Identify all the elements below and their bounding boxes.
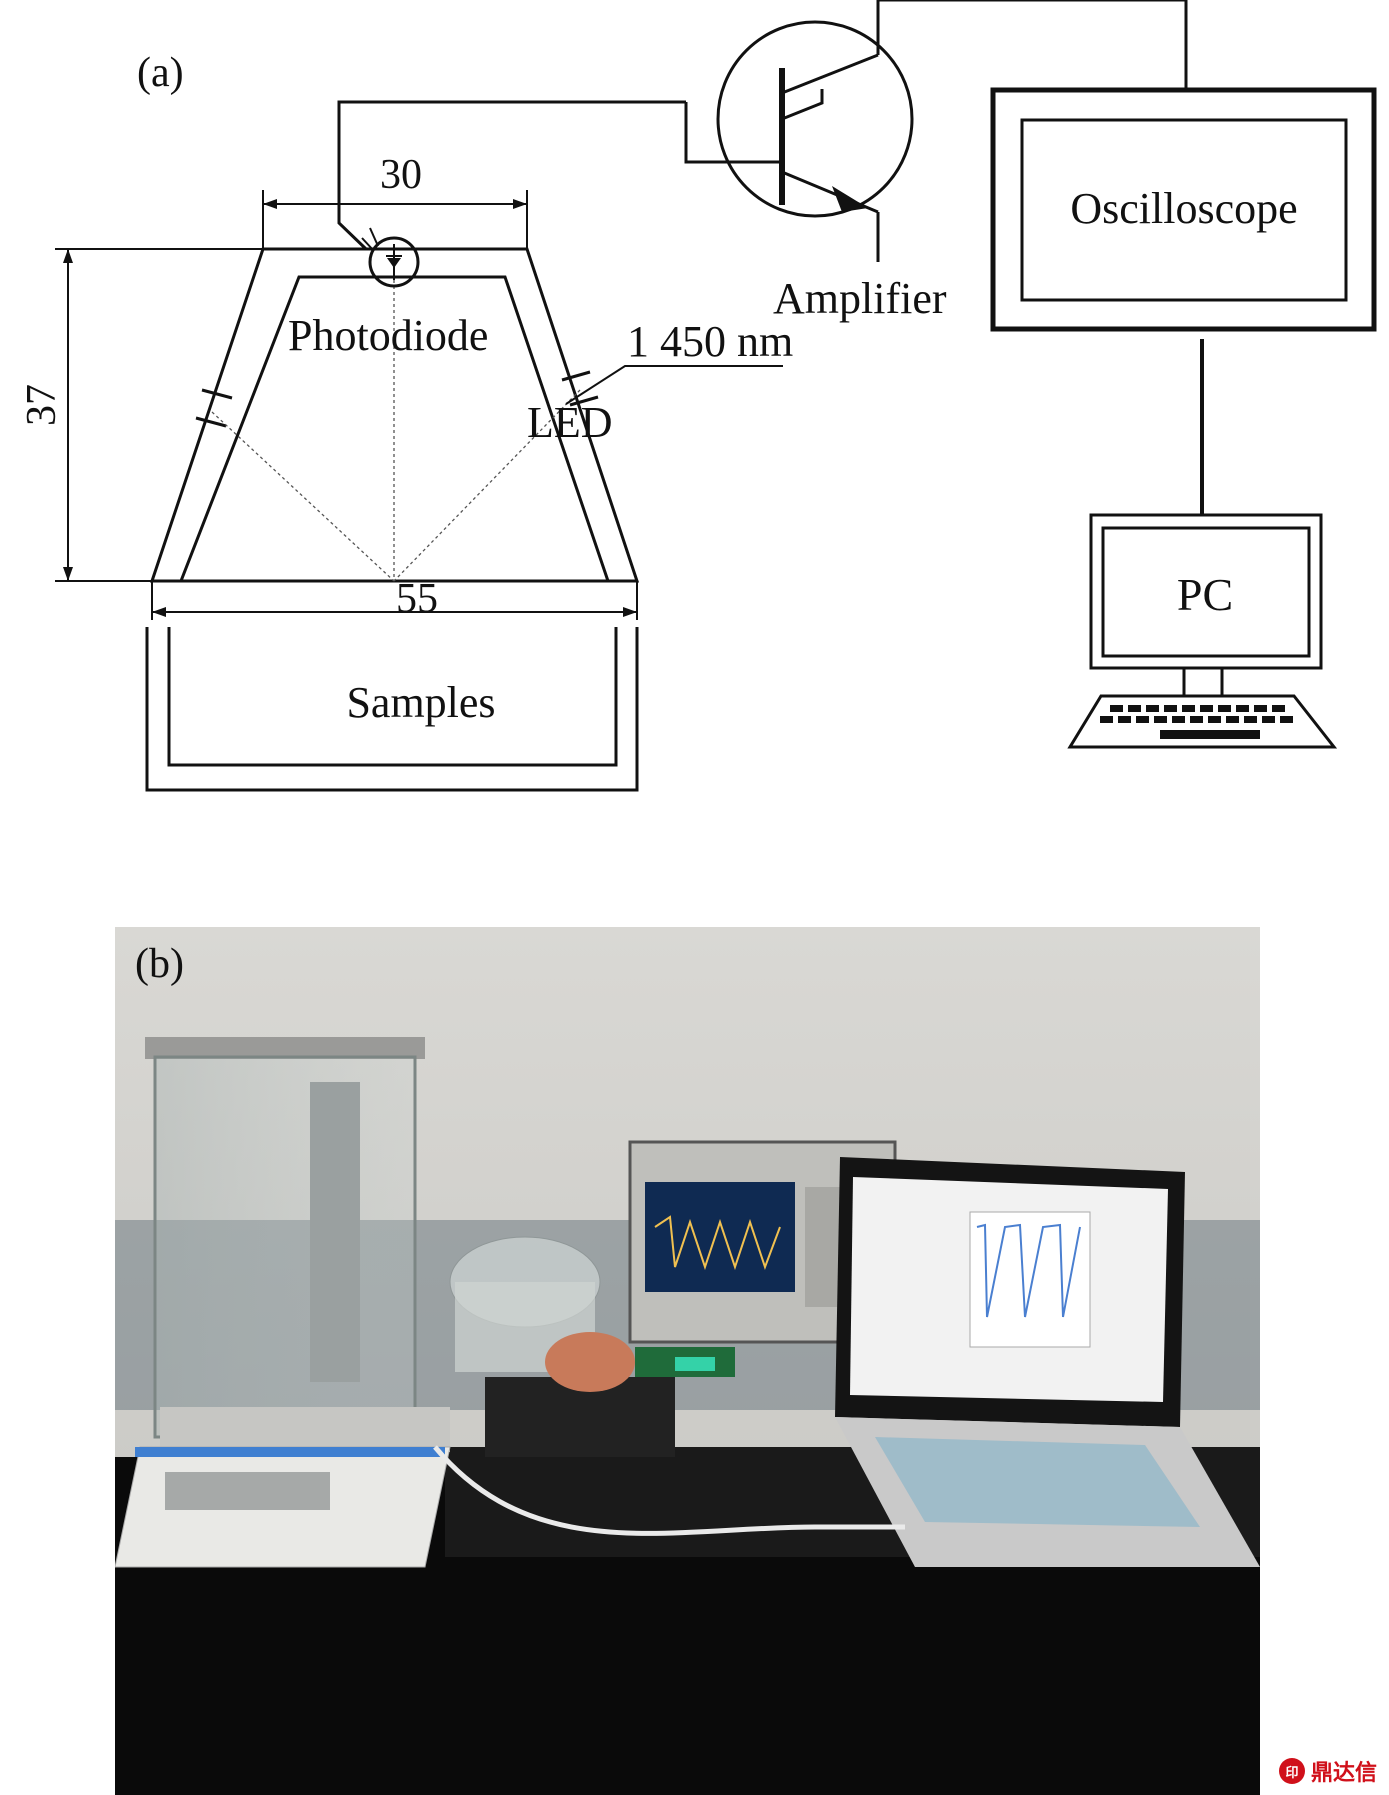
keyboard-key (1254, 705, 1267, 712)
keyboard-key (1154, 716, 1167, 723)
height-dimension: 37 (19, 384, 65, 426)
keyboard-key (1200, 705, 1213, 712)
keyboard-key (1218, 705, 1231, 712)
keyboard-key (1190, 716, 1203, 723)
amplifier-label: Amplifier (773, 274, 947, 323)
dimension-lines (55, 190, 638, 620)
usb-cable (433, 1445, 905, 1536)
analytical-balance (115, 1037, 451, 1568)
keyboard-key (1110, 705, 1123, 712)
schematic-diagram: (a) Amplifier (19, 0, 1377, 792)
photodiode-label: Photodiode (288, 311, 488, 360)
samples-container (145, 627, 639, 792)
keyboard-key (1128, 705, 1141, 712)
photodiode-amplifier-wire (337, 100, 686, 251)
oscilloscope-box (990, 87, 1377, 332)
keyboard-key (1100, 716, 1113, 723)
pc-label: PC (1177, 569, 1233, 620)
keyboard-key (1208, 716, 1221, 723)
watermark-text: 鼎达信 (1310, 1761, 1377, 1786)
keyboard-key (1136, 716, 1149, 723)
pc-icon (1067, 513, 1338, 749)
keyboard-key (1226, 716, 1239, 723)
bottom-width-dimension: 55 (396, 576, 438, 622)
led-leader-line (565, 365, 783, 405)
keyboard-key (1118, 716, 1131, 723)
keyboard-key (1146, 705, 1159, 712)
panel-a-label: (a) (137, 50, 184, 96)
wavelength-label: 1 450 nm (627, 317, 793, 366)
keyboard-key (1244, 716, 1257, 723)
oscilloscope-label: Oscilloscope (1070, 184, 1297, 233)
laptop-photo (835, 1157, 1260, 1567)
led-label: LED (527, 398, 613, 447)
photodiode-icon (361, 227, 420, 288)
circuit-assembly (485, 1332, 735, 1457)
optical-paths (211, 262, 581, 582)
setup-photograph: (b) (115, 927, 1260, 1795)
keyboard-key (1182, 705, 1195, 712)
keyboard-key (1236, 705, 1249, 712)
watermark: 印 鼎达信 (1278, 1755, 1377, 1787)
amplifier-transistor-icon (684, 0, 1188, 262)
keyboard-key (1280, 716, 1293, 723)
keyboard-key (1272, 705, 1285, 712)
keyboard-key (1172, 716, 1185, 723)
panel-b-label: (b) (135, 941, 184, 987)
top-width-dimension: 30 (380, 152, 422, 198)
keyboard-key (1164, 705, 1177, 712)
samples-label: Samples (346, 678, 495, 727)
keyboard-key (1262, 716, 1275, 723)
watermark-seal-icon: 印 (1278, 1758, 1305, 1784)
